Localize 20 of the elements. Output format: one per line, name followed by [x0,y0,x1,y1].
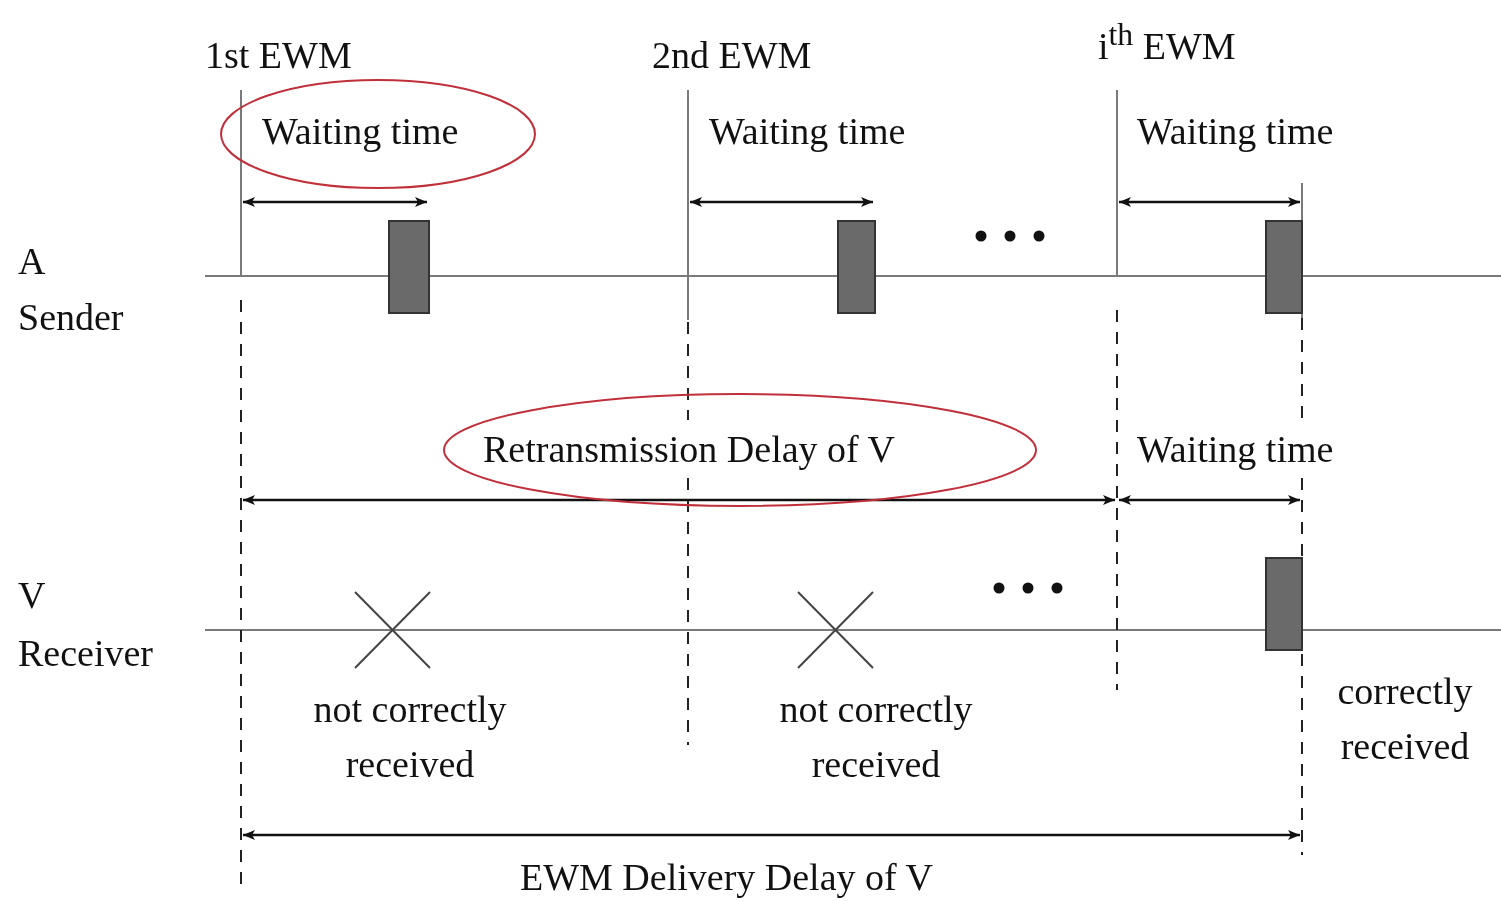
interval-label: Waiting time [1137,109,1334,154]
role-label: Sender [18,295,124,340]
event-label: 2nd EWM [652,33,812,78]
interval-label: Waiting time [262,109,459,154]
event-label: 1st EWM [205,33,352,78]
node-label: A [18,239,46,284]
packet-bar [1265,557,1303,651]
node-label: V [18,573,46,618]
status-label: not correctly received [312,687,508,788]
role-label: Receiver [18,631,154,676]
interval-label: EWM Delivery Delay of V [520,855,933,900]
packet-bar [1265,220,1303,314]
packet-bar [388,220,430,314]
event-label: i$^{th}$ EWM [1098,16,1236,69]
packet-bar [837,220,876,314]
status-label: not correctly received [778,687,974,788]
status-label: correctly received [1336,669,1474,770]
interval-label: Waiting time [709,109,906,154]
interval-label: Retransmission Delay of V [483,427,895,472]
interval-label: Waiting time [1137,427,1334,472]
